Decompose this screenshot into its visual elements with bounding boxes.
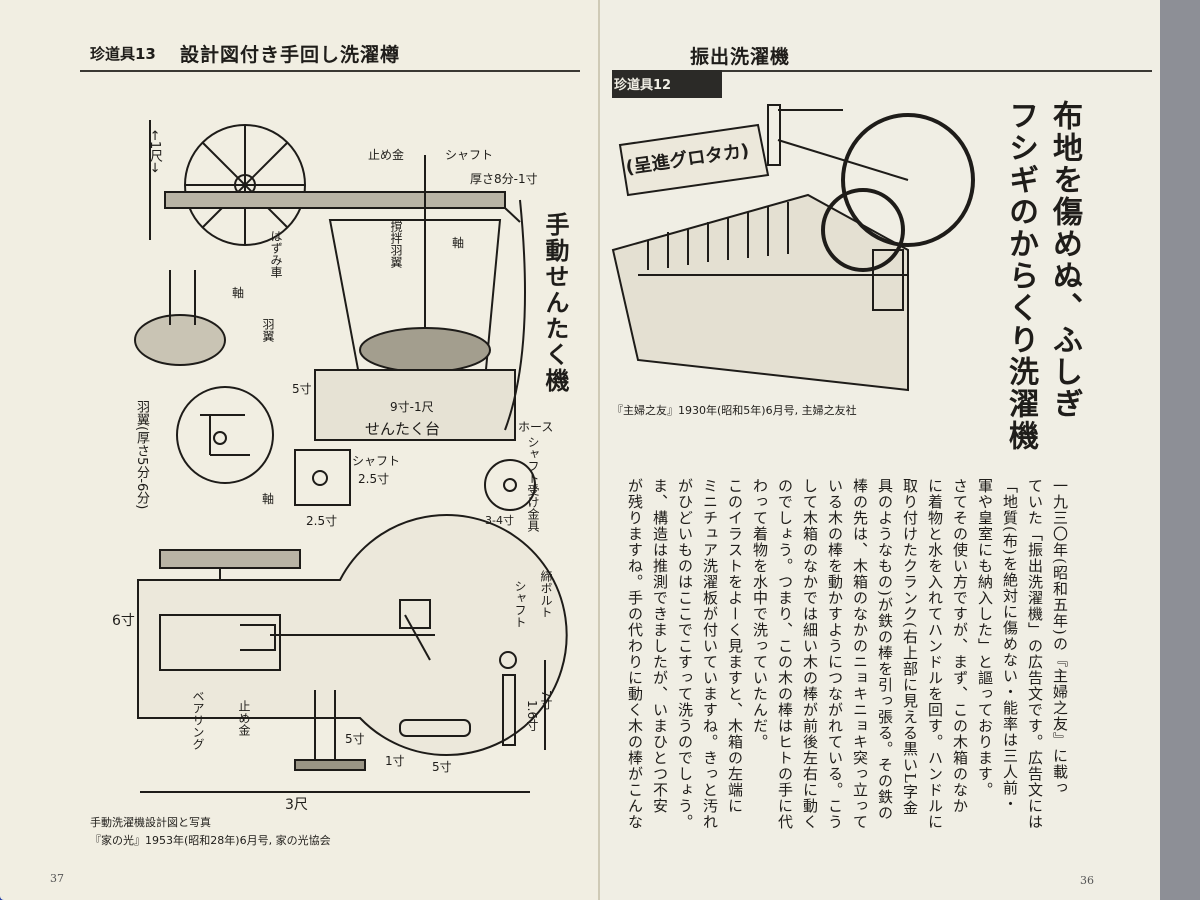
label-bearing: ベアリング xyxy=(191,690,205,750)
photo-caption: 『主婦之友』1930年(昭和5年)6月号, 主婦之友社 xyxy=(612,404,857,417)
label-two-five-a: 2.5寸 xyxy=(358,472,390,486)
left-caption-line1: 手動洗濯機設計図と写真 xyxy=(90,816,211,829)
label-thickness: 厚さ8分-1寸 xyxy=(470,172,538,186)
body-column: ミニチュア洗濯板が付いていますね。きっと汚れ xyxy=(701,478,719,830)
left-page: 珍道具13 設計図付き手回し洗濯樽 xyxy=(0,0,604,900)
label-six-sun: 6寸 xyxy=(112,613,135,629)
label-two-five-b: 2.5寸 xyxy=(306,514,338,528)
body-column: ていた「振出洗濯機」の広告文です。広告文には xyxy=(1026,478,1044,830)
left-caption: 手動洗濯機設計図と写真 『家の光』1953年(昭和28年)6月号, 家の光協会 xyxy=(90,814,331,850)
right-header-rule xyxy=(612,70,1152,72)
left-caption-line2: 『家の光』1953年(昭和28年)6月号, 家の光協会 xyxy=(90,834,331,847)
body-column: 具のようなもの)が鉄の棒を引っ張る。その鉄の xyxy=(876,478,894,821)
body-column: わって着物を水中で洗っていたんだ。 xyxy=(751,478,769,750)
body-column: が残りますね。手の代わりに動く木の棒がこんな xyxy=(626,478,644,830)
label-shaft-mid: シャフト xyxy=(352,454,401,468)
body-column: 軍や皇室にも納入した」と謳っております。 xyxy=(976,478,994,798)
body-column: 一九三〇年(昭和五年)の『主婦之友』に載っ xyxy=(1051,478,1069,796)
right-header-title: 振出洗濯機 xyxy=(690,46,791,68)
left-folio: 37 xyxy=(50,872,64,885)
label-five-sun-b: 5寸 xyxy=(345,732,365,746)
label-one-shaku: ←1尺→ xyxy=(147,130,162,174)
label-axle-a: 軸 xyxy=(452,236,465,250)
body-column: このイラストをよーく見ますと、木箱の左端に xyxy=(726,478,744,814)
right-header-number: 珍道具12 xyxy=(614,78,672,93)
body-column: 棒の先は、木箱のなかのニョキニョキ突っ立って xyxy=(851,478,869,830)
label-axle-c: 軸 xyxy=(262,492,275,506)
book-spine xyxy=(1152,0,1200,900)
label-five-sun: 5寸 xyxy=(292,382,312,396)
label-shaft-top: シャフト xyxy=(445,148,494,162)
label-title-vertical: 手動せんたく機 xyxy=(541,212,570,394)
body-column: ま、構造は推測できましたが、いまひとつ不安 xyxy=(651,478,669,814)
body-column: して木箱のなかでは細い木の棒が前後左右に動く xyxy=(801,478,819,830)
label-bolt: 締ボルト xyxy=(539,570,553,618)
headline-col1: 布地を傷めぬ、ふしぎ xyxy=(1047,100,1082,420)
label-axle-b: 軸 xyxy=(232,286,245,300)
body-column: に着物と水を入れてハンドルを回す。ハンドルに xyxy=(926,478,944,830)
right-folio: 36 xyxy=(1080,874,1094,887)
body-column: 取り付けたクランク(右上部に見える黒いL字金 xyxy=(901,478,919,816)
label-nine-sun: 9寸-1尺 xyxy=(390,400,434,414)
label-stirring-blade: 撹拌羽翼 xyxy=(389,220,403,268)
label-one-six: 1.6寸 xyxy=(525,700,539,732)
body-column: 「地質(布)を絶対に傷めない・能率は三人前・ xyxy=(1001,478,1019,812)
label-shaft-right: シャフト xyxy=(513,580,527,628)
left-header-number: 珍道具13 xyxy=(90,45,156,63)
label-hose: ホース xyxy=(518,420,554,434)
washing-machine-blueprint xyxy=(134,120,568,793)
body-column: がひどいものはここでこすって洗うのでしょう。 xyxy=(676,478,694,830)
body-column: いる木の棒を動かすようにつながれている。こう xyxy=(826,478,844,830)
body-column: さてその使い方ですが、まず、この木箱のなか xyxy=(951,478,969,814)
label-blade-thickness: 羽翼(厚さ5分-6分) xyxy=(134,400,149,510)
label-three-shaku: 3尺 xyxy=(285,797,308,813)
label-washing-table: せんたく台 xyxy=(365,420,441,438)
advertisement-illustration xyxy=(611,104,975,392)
label-seven-sun: 7寸 xyxy=(539,690,553,710)
label-shaft-bearing: シャフト受け金具 xyxy=(526,436,540,532)
label-stopper-b: 止め金 xyxy=(237,700,251,736)
label-flywheel: はずみ車 xyxy=(269,230,283,278)
body-column: のでしょう。つまり、この木の棒はヒトの手に代 xyxy=(776,478,794,830)
left-header-title: 設計図付き手回し洗濯樽 xyxy=(180,44,401,66)
label-blade: 羽翼 xyxy=(261,318,275,342)
left-header-rule xyxy=(80,70,580,72)
label-five-sun-c: 5寸 xyxy=(432,760,452,774)
right-header-box xyxy=(612,70,722,98)
label-stopper: 止め金 xyxy=(368,148,405,162)
headline-col2: フシギのからくり洗濯機 xyxy=(1003,100,1038,452)
article-body: 一九三〇年(昭和五年)の『主婦之友』に載っ ていた「振出洗濯機」の広告文です。広… xyxy=(617,478,1072,838)
label-three-four: 3-4寸 xyxy=(485,514,514,527)
label-one-sun: 1寸 xyxy=(385,754,405,768)
